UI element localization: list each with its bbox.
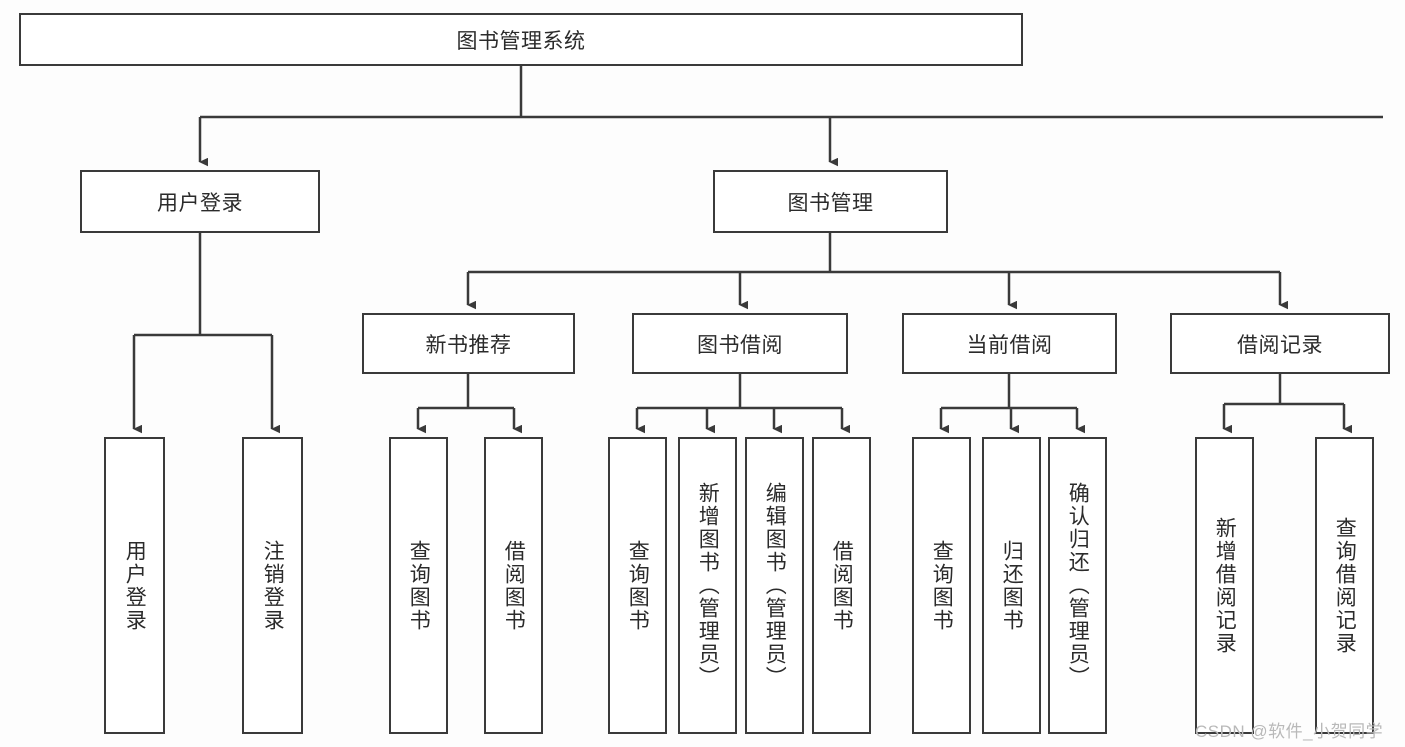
- node-label: 用户登录: [157, 191, 243, 215]
- node-label: 查询图书: [930, 539, 954, 632]
- node-label: 新书推荐: [425, 333, 512, 357]
- node-leaf-query-book-current[interactable]: 查询图书: [912, 437, 971, 734]
- node-leaf-add-book-admin[interactable]: 新增图书（管理员）: [678, 437, 737, 734]
- node-leaf-edit-book-admin[interactable]: 编辑图书（管理员）: [745, 437, 804, 734]
- node-root-book-management-system[interactable]: 图书管理系统: [19, 13, 1023, 66]
- node-leaf-user-logout[interactable]: 注销登录: [242, 437, 303, 734]
- csdn-watermark: CSDN @软件_小贺同学: [1195, 722, 1384, 741]
- node-label: 注销登录: [261, 539, 285, 632]
- node-borrow-record[interactable]: 借阅记录: [1170, 313, 1390, 374]
- node-label: 图书借阅: [697, 333, 783, 357]
- node-label: 图书管理系统: [456, 29, 586, 53]
- node-label: 查询图书: [626, 539, 650, 632]
- node-leaf-user-login[interactable]: 用户登录: [104, 437, 165, 734]
- node-label: 归还图书: [1000, 539, 1024, 632]
- node-label: 当前借阅: [966, 333, 1053, 357]
- node-leaf-return-book[interactable]: 归还图书: [982, 437, 1041, 734]
- node-label: 新增图书（管理员）: [696, 482, 720, 689]
- node-label: 确认归还（管理员）: [1066, 482, 1090, 689]
- node-book-management[interactable]: 图书管理: [713, 170, 948, 233]
- node-leaf-add-borrow-record[interactable]: 新增借阅记录: [1195, 437, 1254, 734]
- node-user-login[interactable]: 用户登录: [80, 170, 320, 233]
- node-current-borrow[interactable]: 当前借阅: [902, 313, 1117, 374]
- node-label: 编辑图书（管理员）: [763, 482, 787, 689]
- node-label: 查询图书: [407, 539, 431, 632]
- node-label: 查询借阅记录: [1333, 516, 1357, 655]
- node-leaf-confirm-return-admin[interactable]: 确认归还（管理员）: [1048, 437, 1107, 734]
- node-leaf-borrow-book-recommend[interactable]: 借阅图书: [484, 437, 543, 734]
- node-leaf-query-book-recommend[interactable]: 查询图书: [389, 437, 448, 734]
- node-leaf-query-book-borrow[interactable]: 查询图书: [608, 437, 667, 734]
- node-new-book-recommend[interactable]: 新书推荐: [362, 313, 575, 374]
- node-label: 图书管理: [787, 191, 874, 215]
- node-leaf-borrow-book[interactable]: 借阅图书: [812, 437, 871, 734]
- node-label: 借阅图书: [830, 539, 854, 632]
- node-label: 新增借阅记录: [1213, 516, 1237, 655]
- node-label: 用户登录: [123, 539, 147, 632]
- node-label: 借阅图书: [502, 539, 526, 632]
- node-leaf-query-borrow-record[interactable]: 查询借阅记录: [1315, 437, 1374, 734]
- node-book-borrow[interactable]: 图书借阅: [632, 313, 848, 374]
- node-label: 借阅记录: [1237, 333, 1323, 357]
